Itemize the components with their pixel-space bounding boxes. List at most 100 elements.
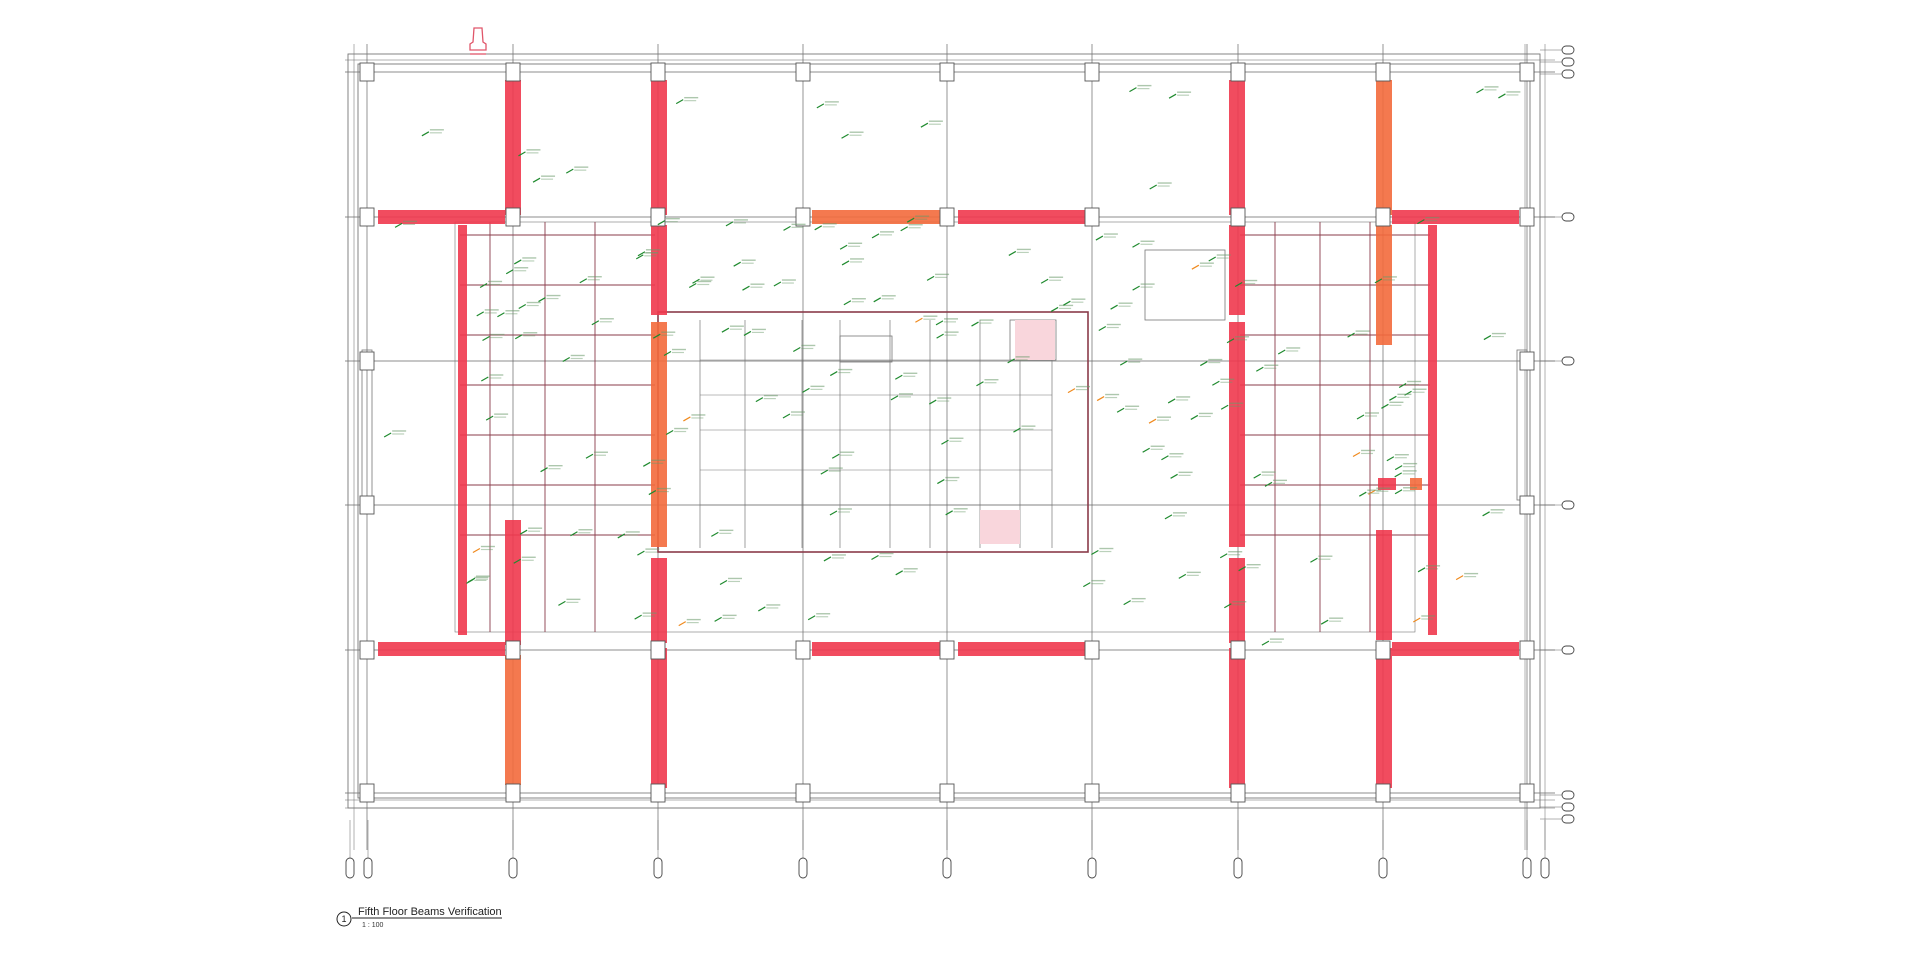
flagged-beam xyxy=(1392,210,1519,224)
beam-tag-leader xyxy=(743,330,752,336)
beam-tag-leader xyxy=(928,399,937,405)
beam-tag-leader xyxy=(1483,335,1492,341)
beam-tag-leader xyxy=(1220,404,1229,410)
flagged-beam xyxy=(1428,225,1437,635)
flagged-beam xyxy=(1376,648,1392,788)
beam-tag-leader xyxy=(637,550,645,556)
beam-tag-leader xyxy=(1123,600,1131,606)
beam-tag-leader xyxy=(591,320,600,326)
beam-tag-leader xyxy=(906,217,915,223)
beam-tag-leader xyxy=(472,547,481,554)
grid-bubble xyxy=(1561,69,1575,79)
beam-tag-leader xyxy=(1224,603,1232,609)
grid-bubble xyxy=(942,857,952,879)
beam-tag-leader xyxy=(945,510,953,516)
beam-tag-leader xyxy=(1277,349,1286,355)
column xyxy=(1519,351,1535,371)
beam-tag-leader xyxy=(1096,396,1105,402)
beam-tag-leader xyxy=(1358,491,1367,497)
core-outline-secondary xyxy=(454,221,1416,633)
beam-tag-leader xyxy=(1067,388,1076,394)
beam-tag-leader xyxy=(692,278,700,284)
view-number: 1 xyxy=(341,914,346,924)
grid-bubble xyxy=(1561,500,1575,510)
beam-tag-leader xyxy=(721,327,730,333)
beam-tag-leader xyxy=(725,221,734,227)
beam-tag-leader xyxy=(1091,550,1099,556)
column xyxy=(1375,640,1391,660)
column xyxy=(939,640,955,660)
grid-bubble xyxy=(1522,857,1532,879)
beam-tag-leader xyxy=(758,606,766,612)
beam-tags xyxy=(383,84,1521,646)
beam-tag-leader xyxy=(843,300,852,306)
beam-tag-leader xyxy=(1394,472,1402,478)
beam-tag-leader xyxy=(481,376,489,382)
beam-tag-leader xyxy=(1007,358,1015,364)
beam-tag-leader xyxy=(1164,514,1173,520)
column xyxy=(1084,62,1100,82)
beam-tag-leader xyxy=(518,304,527,310)
beam-tag-leader xyxy=(579,278,588,284)
beam-tag-leader xyxy=(829,510,838,516)
grid-bubble xyxy=(1087,857,1097,879)
beam-tag-leader xyxy=(1368,489,1376,495)
beam-tag-leader xyxy=(1238,566,1246,572)
grid-bubble xyxy=(798,857,808,879)
beam-tag-leader xyxy=(688,282,697,289)
beam-tag-leader xyxy=(871,233,880,239)
beam-tag-leader xyxy=(1253,473,1261,479)
beam-tag-leader xyxy=(714,616,722,622)
beam-tag-leader xyxy=(1498,93,1506,99)
grid-bubble xyxy=(1561,790,1575,800)
flagged-beam xyxy=(1376,80,1392,215)
beam-tag-leader xyxy=(634,614,642,620)
column xyxy=(505,62,521,82)
beam-tag-leader xyxy=(1208,256,1217,262)
beam-tag-leader xyxy=(1170,473,1178,479)
beam-tag-leader xyxy=(1381,403,1389,409)
beam-tag-leader xyxy=(976,381,984,387)
beam-tag-leader xyxy=(652,333,661,339)
core-highlight xyxy=(980,510,1020,544)
beam-tag-leader xyxy=(937,479,945,485)
beam-tag-leader xyxy=(394,222,403,228)
beam-tag-leader xyxy=(1261,640,1270,646)
beam-tag-leader xyxy=(1200,361,1208,367)
column xyxy=(505,640,521,660)
beam-tag-leader xyxy=(657,220,666,226)
column xyxy=(1519,207,1535,227)
beam-tag-leader xyxy=(823,556,832,562)
beam-tag-leader xyxy=(733,261,741,267)
beam-tag-leader xyxy=(1142,447,1150,453)
beam-tag-leader xyxy=(585,453,594,459)
beam-tag-leader xyxy=(1116,407,1125,413)
beam-tag-leader xyxy=(1110,304,1118,310)
beam-tag-leader xyxy=(497,312,505,318)
beam-tag-leader xyxy=(1347,332,1355,338)
beam-tag-leader xyxy=(1482,511,1490,517)
grid-bubble xyxy=(653,857,663,879)
beam-tag-leader xyxy=(773,281,782,287)
beam-tag-leader xyxy=(648,490,657,496)
beam-tag-leader xyxy=(742,285,750,291)
column xyxy=(939,207,955,227)
beam-tag-leader xyxy=(1320,619,1329,625)
beam-tag-leader xyxy=(1394,465,1403,471)
beam-tag-leader xyxy=(871,554,879,561)
beam-tag-leader xyxy=(1161,455,1169,461)
flagged-beam xyxy=(1229,558,1245,643)
grid-bubble xyxy=(1561,45,1575,55)
beam-tag-leader xyxy=(1167,398,1176,404)
beam-tag-leader xyxy=(807,615,816,621)
exterior-wall xyxy=(357,63,1531,799)
view-number-circle-icon xyxy=(336,911,352,927)
beam-tag-leader xyxy=(1386,456,1395,462)
outer-walls xyxy=(347,53,1541,809)
beam-tag-leader xyxy=(1013,427,1021,433)
column xyxy=(939,783,955,803)
beam-tag-leader xyxy=(831,453,840,459)
column xyxy=(795,640,811,660)
beam-tag-leader xyxy=(890,395,899,401)
beam-tag-leader xyxy=(1132,285,1140,291)
